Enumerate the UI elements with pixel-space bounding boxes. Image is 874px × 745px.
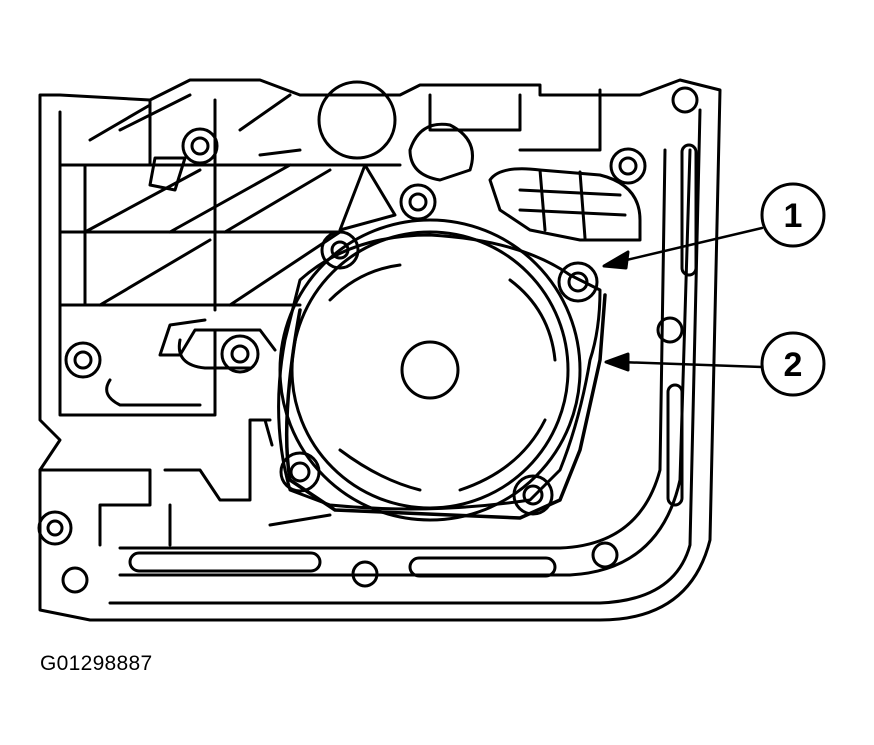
solenoid-cover [277,218,602,522]
bolt-head [279,451,321,493]
bolt-head [220,334,260,374]
solenoid-cover-gasket [268,293,607,527]
bolt-heads [37,127,647,546]
callout-1-label: 1 [784,197,803,235]
bolt-head [181,127,219,165]
callout-circles [760,182,826,397]
callout-2-label: 2 [784,346,803,384]
bolt-head [609,147,647,185]
gasket-rail [61,86,699,594]
callout-leaders [602,226,764,372]
bolt-head [557,261,599,303]
bolt-head [64,341,102,379]
figure-id-code: G01298887 [40,652,153,675]
callout-2-circle [760,331,826,397]
bolt-head [320,230,360,270]
bolt-head [512,474,554,516]
valve-body-ribs [58,93,402,312]
lower-left-casting [38,318,277,547]
case-casting-outline [38,78,722,622]
upper-casting-features [317,80,642,242]
callout-1-circle [760,182,826,248]
bolt-head [37,510,73,546]
bolt-head [399,183,437,221]
